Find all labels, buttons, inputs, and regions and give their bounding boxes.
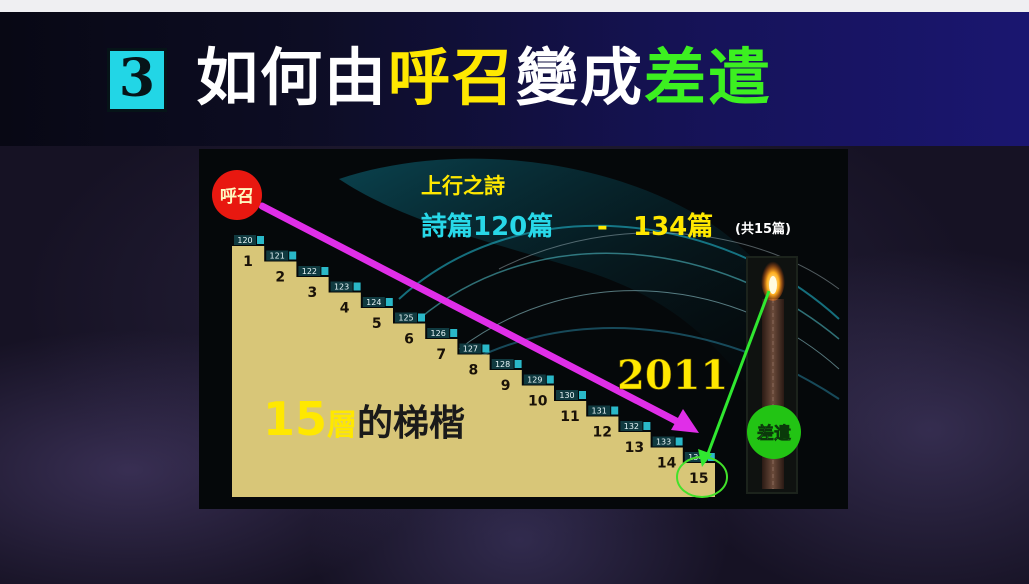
- psalm-tag-marker: [611, 406, 619, 415]
- section-number-badge: 3: [107, 48, 167, 112]
- stairs-caption-number: 15: [263, 392, 327, 446]
- step-number: 1: [243, 254, 253, 270]
- psalm-number: 130: [559, 391, 574, 400]
- psalm-tag-bg: [427, 328, 450, 338]
- title-part-send: 差遣: [644, 41, 773, 114]
- year-label: 2011: [617, 352, 728, 399]
- psalm-number: 120: [237, 236, 252, 245]
- stairs-caption-char: 層: [327, 408, 357, 443]
- step-number: 13: [625, 440, 644, 456]
- send-badge: 差遣: [747, 405, 801, 459]
- psalm-tag-bg: [556, 390, 578, 400]
- psalm-tag-marker: [257, 236, 264, 244]
- psalm-tag-bg: [298, 266, 321, 276]
- diagram-canvas: 1201211221231241251261271281291301311321…: [212, 158, 840, 498]
- psalm-number: 126: [431, 329, 446, 338]
- psalm-number: 122: [302, 267, 317, 276]
- psalm-number: 128: [495, 360, 510, 369]
- psalm-tag-marker: [321, 267, 329, 275]
- psalm-number: 129: [527, 376, 542, 385]
- title-bar: [0, 12, 1029, 146]
- psalm-number: 131: [592, 407, 607, 416]
- step-number: 11: [560, 409, 579, 425]
- step-number: 5: [372, 316, 382, 332]
- stairs-caption: 15層的梯楷: [263, 392, 465, 446]
- title-part-call: 呼召: [388, 41, 517, 114]
- step-number: 9: [501, 378, 511, 394]
- psalm-tag-marker: [353, 282, 361, 291]
- psalm-tag-marker: [289, 251, 297, 260]
- psalm-tag-marker: [707, 453, 715, 461]
- psalm-range-dash: -: [597, 212, 608, 242]
- psalm-tag-marker: [385, 298, 393, 306]
- psalm-tag-bg: [330, 281, 353, 292]
- ascent-heading: 上行之詩: [421, 174, 505, 198]
- psalm-tag-marker: [675, 437, 683, 446]
- psalm-number-labels: 1201211221231241251261271281291301311321…: [234, 235, 715, 462]
- psalm-number: 127: [463, 345, 478, 354]
- psalm-tag-bg: [588, 405, 611, 416]
- psalm-range-start: 詩篇120篇: [421, 211, 553, 242]
- psalm-tag-marker: [514, 360, 522, 368]
- step-number: 3: [308, 285, 318, 301]
- psalm-tag-bg: [459, 343, 482, 354]
- step-number: 14: [657, 456, 677, 472]
- psalm-tag-marker: [643, 422, 651, 430]
- psalm-tag-marker: [418, 313, 425, 322]
- staircase: [232, 246, 715, 497]
- psalm-number: 132: [624, 422, 639, 431]
- psalm-tag-marker: [579, 391, 586, 399]
- psalm-tag-marker: [482, 344, 490, 353]
- psalm-tag-bg: [523, 374, 546, 385]
- step-number: 8: [469, 363, 479, 379]
- call-badge: 呼召: [212, 170, 262, 220]
- psalm-range-note: (共15篇): [735, 221, 791, 237]
- psalm-number: 125: [398, 314, 413, 323]
- psalm-tag-bg: [234, 235, 256, 245]
- psalm-tag-bg: [266, 250, 289, 261]
- step-number: 4: [340, 301, 350, 317]
- send-arrow: [698, 290, 771, 467]
- step-number: 10: [528, 394, 548, 410]
- step-number: 6: [404, 332, 414, 348]
- call-label: 呼召: [220, 187, 254, 207]
- title-part-3: 變成: [516, 41, 645, 114]
- step-number: 7: [436, 347, 446, 363]
- psalm-range-end: 134篇: [633, 211, 713, 242]
- psalm-number: 123: [334, 283, 349, 292]
- psalm-tag-bg: [395, 312, 417, 323]
- psalm-tag-bg: [491, 359, 514, 369]
- psalm-tag-bg: [652, 436, 675, 447]
- top-band: [0, 0, 1029, 12]
- send-label: 差遣: [757, 423, 791, 444]
- call-arrow: [258, 202, 699, 433]
- psalm-number: 121: [270, 252, 285, 261]
- psalm-number: 124: [366, 298, 381, 307]
- psalm-number: 133: [656, 438, 671, 447]
- step-number: 12: [592, 425, 611, 441]
- psalm-tag-marker: [546, 375, 554, 384]
- title-part-1: 如何由: [196, 41, 389, 114]
- psalm-tag-marker: [450, 329, 458, 337]
- step-number: 15: [689, 471, 708, 487]
- stairs-caption-rest: 的梯楷: [357, 403, 465, 444]
- psalm-tag-bg: [362, 297, 385, 307]
- slide-title: 如何由呼召變成差遣: [196, 40, 772, 116]
- step-number: 2: [275, 270, 285, 286]
- psalm-tag-bg: [620, 421, 643, 431]
